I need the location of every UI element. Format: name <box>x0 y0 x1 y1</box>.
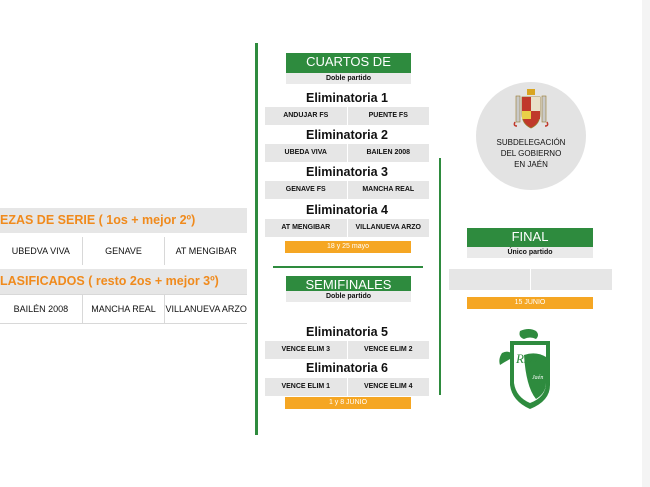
elim-3-pair: GENAVE FS MANCHA REAL <box>265 181 429 199</box>
seed-team: GENAVE <box>83 237 166 265</box>
elim-4-label: Eliminatoria 4 <box>306 203 388 217</box>
elim-1-label: Eliminatoria 1 <box>306 91 388 105</box>
team-home: VENCE ELIM 3 <box>265 341 348 359</box>
subdelegacion-badge: SUBDELEGACIÓN DEL GOBIERNO EN JAÉN <box>476 82 586 190</box>
elim-6-label: Eliminatoria 6 <box>306 361 388 375</box>
team-home: UBEDA VIVA <box>265 144 348 162</box>
final-title: FINAL <box>511 229 549 244</box>
team-home: GENAVE FS <box>265 181 348 199</box>
logo-subtext: Jaén <box>532 375 543 381</box>
elim-5-label: Eliminatoria 5 <box>306 325 388 339</box>
team-away: MANCHA REAL <box>362 186 415 193</box>
team-home: VENCE ELIM 1 <box>265 378 348 396</box>
seed-team: AT MENGIBAR <box>175 246 237 256</box>
team-home: ANDUJAR FS <box>265 107 348 125</box>
elim-4-pair: AT MENGIBAR VILLANUEVA ARZO <box>265 219 429 237</box>
team-away: PUENTE FS <box>368 112 408 119</box>
final-team-away <box>531 269 612 290</box>
seed-team: UBEDVA VIVA <box>0 237 83 265</box>
quarters-dates: 18 y 25 mayo <box>285 241 411 253</box>
logo-text: RJA <box>515 351 538 366</box>
team-away: BAILEN 2008 <box>366 149 411 156</box>
final-team-home <box>449 269 531 290</box>
elim-2-pair: UBEDA VIVA BAILEN 2008 <box>265 144 429 162</box>
semis-header: SEMIFINALES Doble partido <box>286 276 411 302</box>
team-home: AT MENGIBAR <box>265 219 348 237</box>
final-team-box <box>449 269 612 290</box>
subdelegacion-line-3: EN JAÉN <box>514 160 548 169</box>
qualified-team: VILLANUEVA ARZO <box>165 304 247 314</box>
rja-logo: RJA Jaén <box>499 329 550 409</box>
qualified-team: MANCHA REAL <box>83 295 166 323</box>
bracket-left-line <box>255 43 258 435</box>
final-date: 15 JUNIO <box>467 297 593 309</box>
bracket-right-line <box>439 158 441 395</box>
page-edge <box>642 0 650 487</box>
team-away: VENCE ELIM 2 <box>363 346 413 353</box>
final-subtitle: Único partido <box>467 247 593 258</box>
quarters-header: CUARTOS DE FINAL Doble partido <box>286 53 411 86</box>
qualified-header: LASIFICADOS ( resto 2os + mejor 3º) <box>0 269 247 294</box>
elim-3-label: Eliminatoria 3 <box>306 165 388 179</box>
quarters-subtitle: Doble partido <box>286 73 411 84</box>
semis-title: SEMIFINALES <box>305 277 392 292</box>
coat-of-arms-icon <box>513 89 549 129</box>
semis-dates: 1 y 8 JUNIO <box>285 397 411 409</box>
semis-subtitle: Doble partido <box>286 291 411 302</box>
elim-2-label: Eliminatoria 2 <box>306 128 388 142</box>
seeds-header: EZAS DE SERIE ( 1os + mejor 2º) <box>0 208 247 233</box>
subdelegacion-line-2: DEL GOBIERNO <box>500 149 562 158</box>
qualified-team: BAILÉN 2008 <box>0 295 83 323</box>
final-header: FINAL Único partido <box>467 228 593 258</box>
qualified-row: BAILÉN 2008 MANCHA REAL VILLANUEVA ARZO <box>0 294 247 324</box>
subdelegacion-line-1: SUBDELEGACIÓN <box>496 138 566 147</box>
elim-5-pair: VENCE ELIM 3 VENCE ELIM 2 <box>265 341 429 359</box>
team-away: VILLANUEVA ARZO <box>355 224 421 231</box>
elim-1-pair: ANDUJAR FS PUENTE FS <box>265 107 429 125</box>
seeds-row: UBEDVA VIVA GENAVE AT MENGIBAR <box>0 237 247 265</box>
bracket-divider <box>273 266 423 268</box>
team-away: VENCE ELIM 4 <box>363 383 413 390</box>
elim-6-pair: VENCE ELIM 1 VENCE ELIM 4 <box>265 378 429 396</box>
